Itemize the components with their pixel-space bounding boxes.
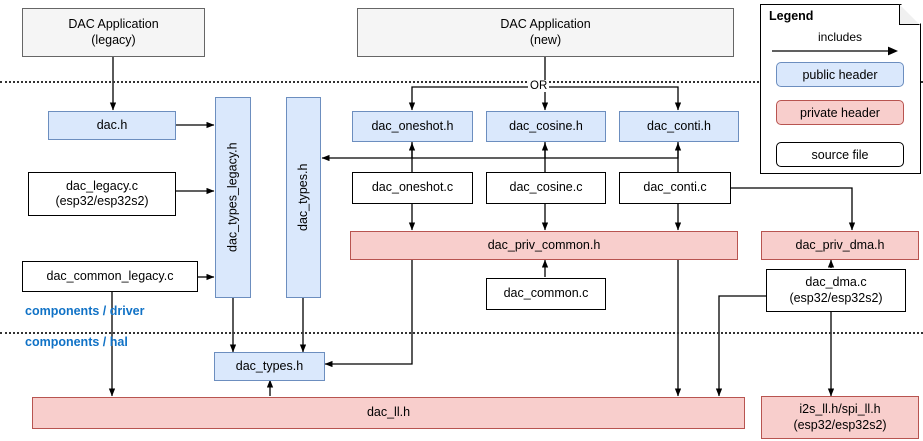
node-label-line2: (esp32/esp32s2) bbox=[55, 194, 149, 208]
node-label: dac_cosine.h bbox=[509, 118, 583, 133]
node-dac-types-h-hal[interactable]: dac_types.h bbox=[214, 352, 325, 381]
node-label: dac_oneshot.h bbox=[371, 118, 454, 133]
node-i2s-ll-spi-ll-h[interactable]: i2s_ll.h/spi_ll.h (esp32/esp32s2) bbox=[761, 396, 919, 439]
node-label-line2: (legacy) bbox=[91, 32, 136, 47]
node-label: dac_types_legacy.h bbox=[225, 142, 240, 253]
node-label: dac_ll.h bbox=[366, 405, 411, 420]
node-dac-cosine-h[interactable]: dac_cosine.h bbox=[486, 111, 606, 142]
node-dac-cosine-c[interactable]: dac_cosine.c bbox=[486, 172, 606, 204]
node-dac-priv-common-h[interactable]: dac_priv_common.h bbox=[350, 231, 738, 260]
node-label: dac_oneshot.c bbox=[371, 180, 454, 195]
legend-item-label: public header bbox=[802, 67, 878, 82]
node-dac-common-legacy-c[interactable]: dac_common_legacy.c bbox=[22, 261, 198, 292]
node-label: dac.h bbox=[96, 117, 128, 132]
node-label-line2: (esp32/esp32s2) bbox=[789, 290, 883, 305]
legend-includes-arrow-icon bbox=[772, 46, 898, 56]
node-dac-legacy-c[interactable]: dac_legacy.c (esp32/esp32s2) bbox=[28, 172, 176, 216]
legend-title: Legend bbox=[769, 9, 814, 23]
node-dac-types-legacy-h[interactable]: dac_types_legacy.h bbox=[215, 97, 251, 298]
legend-item-label: private header bbox=[800, 105, 880, 120]
node-dac-common-c[interactable]: dac_common.c bbox=[486, 278, 606, 310]
node-label-line2: (new) bbox=[529, 32, 562, 47]
node-label-line1: DAC Application bbox=[500, 17, 591, 32]
node-label-line2: (esp32/esp32s2) bbox=[793, 417, 887, 432]
layer-label-driver: components / driver bbox=[25, 304, 145, 318]
node-label: dac_priv_dma.h bbox=[795, 237, 885, 252]
node-label: dac_common_legacy.c bbox=[46, 268, 174, 283]
node-label-line1: DAC Application bbox=[68, 17, 159, 32]
node-dac-oneshot-h[interactable]: dac_oneshot.h bbox=[352, 111, 473, 142]
node-dac-dma-c[interactable]: dac_dma.c (esp32/esp32s2) bbox=[766, 269, 906, 312]
node-dac-conti-h[interactable]: dac_conti.h bbox=[619, 111, 739, 142]
layer-label-hal: components / hal bbox=[25, 335, 128, 349]
node-dac-h[interactable]: dac.h bbox=[48, 111, 176, 140]
node-dac-conti-c[interactable]: dac_conti.c bbox=[619, 172, 731, 204]
or-label: OR bbox=[528, 80, 550, 92]
legend-item-label: source file bbox=[811, 147, 869, 162]
node-dac-priv-dma-h[interactable]: dac_priv_dma.h bbox=[761, 231, 919, 260]
layer-separator-bottom bbox=[0, 332, 923, 334]
node-dac-types-h-driver[interactable]: dac_types.h bbox=[286, 97, 321, 298]
node-dac-ll-h[interactable]: dac_ll.h bbox=[32, 397, 745, 429]
node-label-line1: dac_dma.c bbox=[805, 275, 867, 290]
legend-item-public-header: public header bbox=[776, 62, 904, 87]
node-label: dac_conti.h bbox=[647, 118, 711, 133]
node-dac-application-legacy[interactable]: DAC Application (legacy) bbox=[22, 8, 205, 57]
node-label: dac_common.c bbox=[503, 286, 589, 301]
node-label-line1: i2s_ll.h/spi_ll.h bbox=[799, 402, 881, 417]
node-label: dac_priv_common.h bbox=[487, 237, 601, 252]
node-label: dac_types.h bbox=[295, 163, 310, 232]
node-label: dac_types.h bbox=[235, 358, 304, 373]
node-dac-application-new[interactable]: DAC Application (new) bbox=[357, 8, 734, 57]
node-label-line1: dac_legacy.c bbox=[65, 178, 139, 193]
node-label: dac_conti.c bbox=[643, 180, 707, 195]
node-dac-oneshot-c[interactable]: dac_oneshot.c bbox=[352, 172, 473, 204]
node-label: dac_cosine.c bbox=[509, 180, 583, 195]
legend-item-source-file: source file bbox=[776, 142, 904, 167]
legend-includes-label: includes bbox=[817, 30, 863, 44]
layer-separator-top bbox=[0, 81, 923, 83]
legend-item-private-header: private header bbox=[776, 100, 904, 125]
